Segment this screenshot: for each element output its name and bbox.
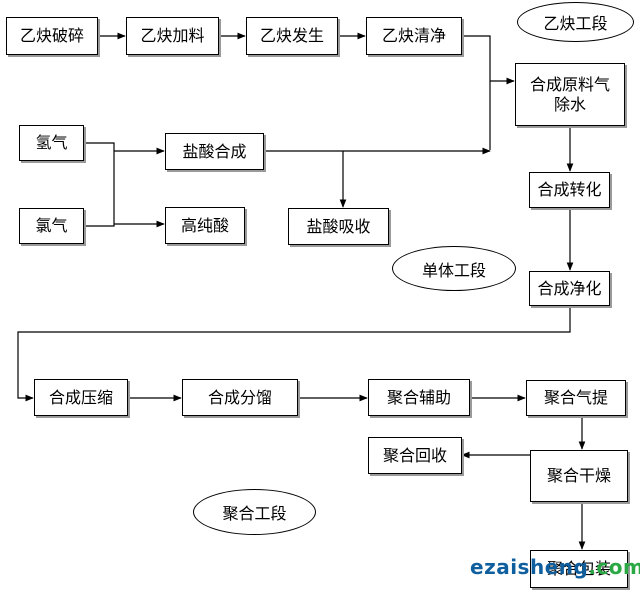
watermark-part1: ezaisheng xyxy=(470,555,589,579)
node-compression: 合成压缩 xyxy=(34,379,128,416)
node-fractionation: 合成分馏 xyxy=(182,379,298,416)
node-yique-jialiao: 乙炔加料 xyxy=(126,17,219,55)
label-yique-section: 乙炔工段 xyxy=(517,2,634,42)
node-polymer-drying: 聚合干燥 xyxy=(530,450,628,502)
node-hcl-synthesis: 盐酸合成 xyxy=(165,133,264,170)
node-synthesis-purification: 合成净化 xyxy=(529,271,610,306)
watermark-part2: .com xyxy=(588,555,640,579)
node-yique-fasheng: 乙炔发生 xyxy=(246,17,338,55)
label-polymer-section: 聚合工段 xyxy=(193,489,316,535)
edge-qingjing-bus xyxy=(462,35,491,150)
node-synthesis-conversion: 合成转化 xyxy=(529,172,610,208)
label-monomer-section: 单体工段 xyxy=(392,246,516,291)
node-feed-gas-dewatering: 合成原料气 除水 xyxy=(515,63,625,126)
edge-qingqi-merge xyxy=(84,142,115,227)
edge-jinghua-yasuo xyxy=(17,306,571,402)
node-yique-qingjing: 乙炔清净 xyxy=(366,17,462,55)
node-polymer-stripping: 聚合气提 xyxy=(526,380,626,416)
node-high-purity-acid: 高纯酸 xyxy=(165,207,245,244)
node-hcl-absorption: 盐酸吸收 xyxy=(288,208,389,245)
node-polymer-auxiliary: 聚合辅助 xyxy=(368,379,470,416)
node-chlorine: 氯气 xyxy=(19,208,84,244)
watermark: ezaisheng.com xyxy=(470,555,640,579)
node-polymer-packaging: 聚合包装 xyxy=(530,550,628,588)
node-polymer-recovery: 聚合回收 xyxy=(368,437,462,474)
node-hydrogen: 氢气 xyxy=(19,125,84,161)
node-yique-posui: 乙炔破碎 xyxy=(6,17,98,55)
